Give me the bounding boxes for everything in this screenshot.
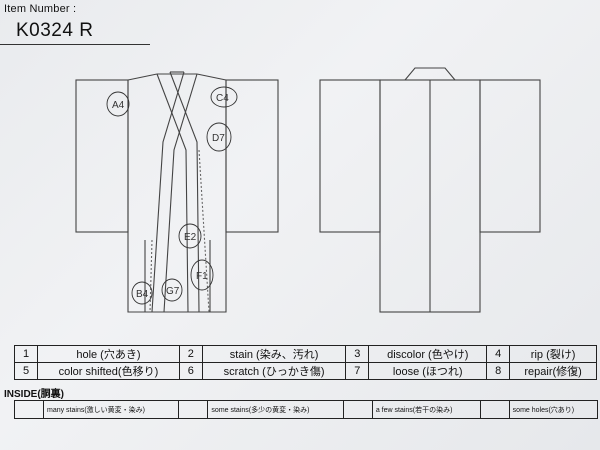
mark-c4-text: C4: [216, 93, 229, 104]
inside-item: many stains(激しい黄変・染み): [42, 400, 180, 419]
inside-title: INSIDE(胴裏): [4, 389, 64, 400]
mark-g7-text: G7: [166, 286, 180, 297]
inside-item: some holes(穴あり): [508, 400, 599, 419]
kimono-front-outline: [75, 71, 279, 313]
legend-num: 8: [486, 362, 511, 380]
legend-label: scratch (ひっかき傷): [201, 362, 347, 380]
inside-checkbox-cell: [14, 400, 44, 419]
legend-label: rip (裂け): [509, 345, 597, 363]
mark-g7-circle: [161, 278, 183, 302]
mark-e2-text: E2: [184, 232, 197, 243]
legend-label: loose (ほつれ): [368, 362, 488, 380]
inside-item: some stains(多少の黄変・染み): [207, 400, 344, 419]
legend-label: discolor (色やけ): [368, 345, 488, 363]
mark-f1-text: F1: [196, 271, 208, 282]
legend-num: 6: [178, 362, 203, 380]
mark-b4-circle: [131, 281, 153, 305]
inside-condition-table: many stains(激しい黄変・染み) some stains(多少の黄変・…: [14, 400, 599, 419]
defect-legend-table: 1 hole (穴あき) 2 stain (染み、汚れ) 3 discolor …: [14, 345, 597, 380]
legend-row: 5 color shifted(色移り) 6 scratch (ひっかき傷) 7…: [14, 362, 597, 380]
kimono-back-outline: [319, 67, 541, 313]
inside-checkbox-cell: [342, 400, 373, 419]
item-number-underline: [0, 44, 150, 45]
legend-num: 1: [14, 345, 38, 363]
mark-a4-text: A4: [112, 100, 125, 111]
inside-checkbox-cell: [479, 400, 510, 419]
mark-a4-circle: [106, 91, 130, 117]
inside-item: a few stains(若干の染み): [371, 400, 481, 419]
mark-e2-circle: [178, 223, 202, 249]
legend-num: 7: [345, 362, 370, 380]
legend-label: stain (染み、汚れ): [201, 345, 347, 363]
item-number-value: K0324 R: [16, 20, 94, 41]
item-number-label: Item Number :: [4, 3, 77, 15]
legend-num: 3: [345, 345, 370, 363]
mark-f1-circle: [190, 259, 214, 291]
kimono-front-dotted-seams: [149, 149, 210, 313]
legend-num: 5: [14, 362, 38, 380]
legend-num: 2: [178, 345, 203, 363]
inside-checkbox-cell: [178, 400, 209, 419]
mark-b4-text: B4: [136, 289, 149, 300]
legend-label: hole (穴あき): [37, 345, 180, 363]
legend-label: color shifted(色移り): [37, 362, 180, 380]
legend-row: 1 hole (穴あき) 2 stain (染み、汚れ) 3 discolor …: [14, 345, 597, 363]
inside-row: many stains(激しい黄変・染み) some stains(多少の黄変・…: [14, 400, 599, 419]
legend-num: 4: [486, 345, 511, 363]
legend-label: repair(修復): [509, 362, 597, 380]
mark-d7-text: D7: [212, 133, 225, 144]
mark-d7-circle: [206, 122, 232, 152]
front-marks: A4 C4 D7 E2 F1 B4 G7: [106, 86, 238, 305]
mark-c4-circle: [210, 86, 238, 108]
